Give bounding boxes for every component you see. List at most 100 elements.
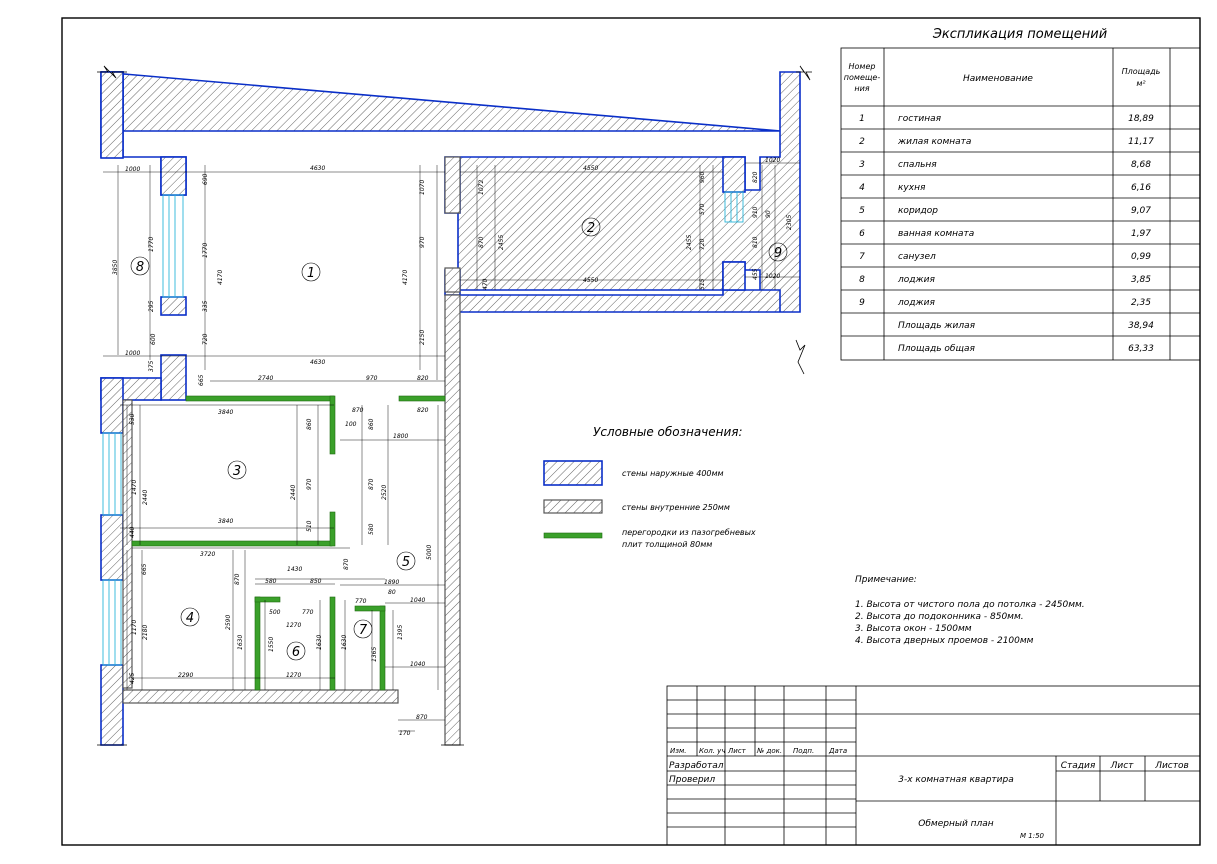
dim-570: 570: [699, 203, 706, 215]
dim-720-b: 720: [699, 238, 706, 250]
dim-820-a: 820: [417, 375, 429, 382]
dim-600: 600: [150, 333, 157, 345]
table-row: 6 ванная комната 1,97: [859, 229, 1151, 239]
dim-1000-bot: 1000: [125, 350, 140, 357]
dim-770-a: 770: [302, 609, 314, 616]
dim-2440-a: 2440: [142, 490, 149, 505]
room-numbers: 1 2 3 4 5 6 7 8 9: [136, 221, 782, 660]
dim-770-b: 770: [355, 598, 367, 605]
room-5-number: 5: [402, 555, 410, 570]
dim-1020-top: 1020: [765, 157, 780, 164]
stamp-checked: Проверил: [669, 775, 715, 785]
dim-2290: 2290: [178, 672, 193, 679]
dim-1040-b: 1040: [410, 661, 425, 668]
dim-1630-a: 1630: [237, 635, 244, 650]
stamp-col-doc: № док.: [756, 747, 782, 755]
dim-100: 100: [345, 421, 357, 428]
dim-4630-bot: 4630: [310, 359, 325, 366]
legend-partition-label-line2: плит толщиной 80мм: [622, 540, 712, 549]
notes-title: Примечание:: [855, 575, 917, 585]
dim-720-a: 720: [202, 333, 209, 345]
row-number: 3: [859, 160, 865, 170]
header-area-line1: Площадь: [1122, 67, 1161, 76]
dim-870-b: 870: [352, 407, 364, 414]
stamp-sheets: Листов: [1154, 761, 1189, 771]
row-name: Площадь общая: [898, 344, 975, 354]
dim-1040-a: 1040: [410, 597, 425, 604]
dim-515: 515: [699, 278, 706, 290]
row-area: 63,33: [1128, 344, 1154, 354]
dim-870-f: 870: [343, 558, 350, 570]
row-number: 8: [859, 275, 865, 285]
dim-860: 860: [306, 418, 313, 430]
header-number-line2: помеще-: [844, 73, 881, 82]
row-name: жилая комната: [897, 137, 971, 147]
dim-425: 425: [129, 672, 136, 684]
dim-5000: 5000: [426, 545, 433, 560]
dim-2305: 2305: [786, 215, 793, 230]
dim-860-b: 860: [368, 418, 375, 430]
dim-1770-a: 1770: [148, 237, 155, 252]
room-6-number: 6: [292, 645, 300, 660]
dim-1395: 1395: [397, 625, 404, 640]
stamp-developed: Разработал: [669, 761, 724, 771]
dim-1470: 1470: [131, 480, 138, 495]
stamp-col-sign: Подп.: [793, 747, 814, 755]
legend-inner-wall-label: стены внутренние 250мм: [622, 503, 730, 512]
break-marks: [97, 65, 812, 746]
dim-455: 455: [752, 268, 759, 280]
dim-910: 910: [752, 206, 759, 218]
dim-2150: 2150: [419, 330, 426, 345]
dim-970-c: 970: [306, 478, 313, 490]
dim-2455-a: 2455: [498, 235, 505, 250]
dim-530: 530: [129, 413, 136, 425]
legend-swatch-outer-wall: [543, 460, 603, 486]
table-row: 4 кухня 6,16: [859, 183, 1151, 193]
note-line: 3. Высота окон - 1500мм: [855, 624, 972, 634]
notes: Примечание: 1. Высота от чистого пола до…: [855, 575, 1085, 646]
windows: [102, 191, 744, 666]
dim-820-c: 820: [752, 171, 759, 183]
dim-335: 335: [202, 300, 209, 312]
row-number: 5: [859, 206, 865, 216]
dim-665-b: 665: [141, 563, 148, 575]
dim-870-d: 870: [368, 478, 375, 490]
table-row: 2 жилая комната 11,17: [859, 137, 1154, 147]
explication-table: Экспликация помещений Номер помеще- ния …: [840, 27, 1201, 361]
room-markers: [130, 217, 788, 661]
table-row: 5 коридор 9,07: [859, 206, 1151, 216]
note-line: 4. Высота дверных проемов - 2100мм: [855, 636, 1034, 646]
header-number-line1: Номер: [849, 62, 876, 71]
stamp-stage: Стадия: [1061, 761, 1096, 771]
row-name: кухня: [898, 183, 926, 193]
dim-960: 960: [699, 171, 706, 183]
dim-665: 665: [198, 374, 205, 386]
dim-820-b: 820: [417, 407, 429, 414]
row-area: 9,07: [1131, 206, 1151, 216]
row-area: 8,68: [1131, 160, 1151, 170]
dim-2440-b: 2440: [290, 485, 297, 500]
dim-1800: 1800: [393, 433, 408, 440]
dim-4630-top: 4630: [310, 165, 325, 172]
dim-4170-right: 4170: [402, 270, 409, 285]
dim-1070: 1070: [419, 180, 426, 195]
table-row: 7 санузел 0,99: [859, 252, 1151, 262]
row-name: спальня: [898, 160, 937, 170]
row-number: 2: [859, 137, 865, 147]
legend-title: Условные обозначения:: [593, 425, 743, 439]
legend-partition-label: перегородки из пазогребневых: [622, 528, 756, 537]
stamp-col-kol: Кол. уч: [699, 747, 725, 755]
drawing-frame: [61, 17, 1201, 846]
row-number: 6: [859, 229, 865, 239]
partitions: [131, 395, 446, 691]
legend-outer-wall-label: стены наружные 400мм: [622, 469, 724, 478]
row-number: 1: [859, 114, 865, 124]
room-3-number: 3: [233, 464, 241, 479]
room-4-number: 4: [186, 611, 194, 626]
note-line: 1. Высота от чистого пола до потолка - 2…: [855, 600, 1085, 610]
dim-1550: 1550: [268, 637, 275, 652]
dim-80: 80: [388, 589, 396, 596]
row-number: 7: [859, 252, 865, 262]
dim-1630-c: 1630: [341, 635, 348, 650]
